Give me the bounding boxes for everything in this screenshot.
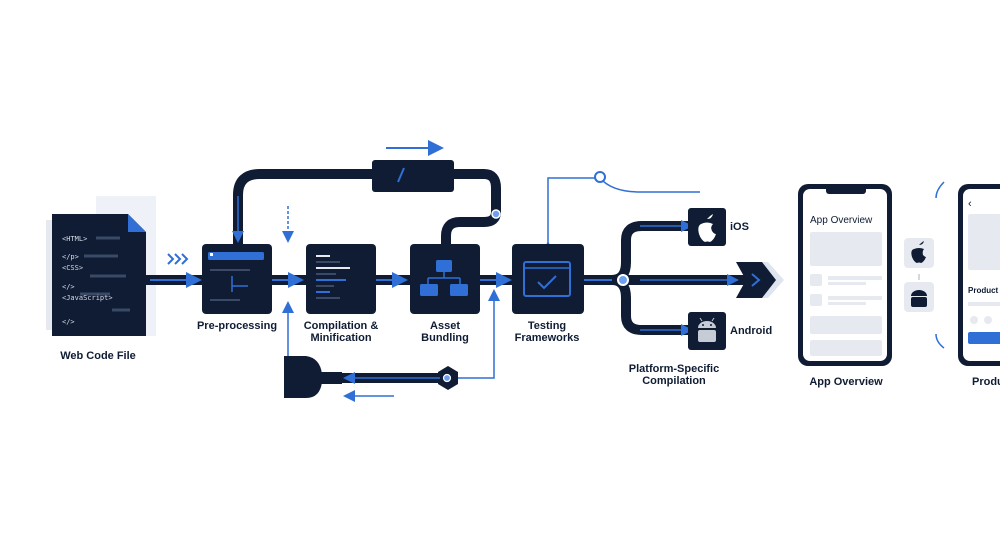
back-chevron-icon: ‹ xyxy=(968,198,972,210)
stage-box-preprocessing xyxy=(202,244,272,314)
branch-node xyxy=(617,274,629,286)
code-line-close: </> xyxy=(62,283,75,291)
phone2-screen-title: Product I xyxy=(968,286,1000,295)
file-corner xyxy=(128,214,146,232)
android-chip xyxy=(904,282,934,312)
output-chevron-icon xyxy=(751,273,761,287)
stage-box-compilation xyxy=(306,244,376,314)
phone1-caption: App Overview xyxy=(809,376,883,388)
ios-box xyxy=(688,208,726,246)
top-node xyxy=(491,209,501,219)
bottom-node xyxy=(442,373,452,383)
branch-android xyxy=(611,275,692,335)
label-testing-1: Testing xyxy=(527,320,567,332)
chevrons-icon xyxy=(167,253,189,265)
label-platform-1: Platform-Specific xyxy=(628,363,720,375)
testing-feedback-tail xyxy=(599,177,700,193)
label-preprocessing: Pre-processing xyxy=(196,320,278,332)
stage-box-bundling xyxy=(410,244,480,314)
phone1-screen-title: App Overview xyxy=(810,215,873,226)
up-arrow-2 xyxy=(458,289,500,379)
stage-box-testing xyxy=(512,244,584,314)
code-line-html: <HTML> xyxy=(62,235,88,243)
code-line-p: </p> xyxy=(62,253,79,261)
feedback-node xyxy=(594,171,606,183)
label-compilation-2: Minification xyxy=(310,332,372,344)
label-ios: iOS xyxy=(730,221,749,233)
top-pipe-right xyxy=(441,169,501,244)
label-bundling-2: Bundling xyxy=(421,332,469,344)
phone-product xyxy=(935,181,1000,366)
top-valve xyxy=(372,160,454,192)
label-bundling-1: Asset xyxy=(430,320,460,332)
label-compilation-1: Compilation & xyxy=(303,320,379,332)
label-android: Android xyxy=(730,325,773,337)
phone2-caption: Produ xyxy=(972,376,1000,388)
phone-app-overview xyxy=(798,184,892,366)
label-web-code-file: Web Code File xyxy=(60,350,136,362)
branch-ios xyxy=(611,221,692,285)
label-platform-2: Compilation xyxy=(642,375,706,387)
android-box xyxy=(688,312,726,350)
code-line-js: <JavaScript> xyxy=(62,294,113,302)
valve-slash xyxy=(397,167,405,183)
code-line-close-2: </> xyxy=(62,318,75,326)
testing-feedback-line xyxy=(542,177,600,253)
code-line-css: <CSS> xyxy=(62,264,84,272)
bottom-valve-body xyxy=(284,356,298,398)
output-head xyxy=(736,262,776,298)
top-pipe-left xyxy=(233,169,372,244)
label-testing-2: Frameworks xyxy=(514,332,580,344)
apple-chip xyxy=(904,238,934,268)
